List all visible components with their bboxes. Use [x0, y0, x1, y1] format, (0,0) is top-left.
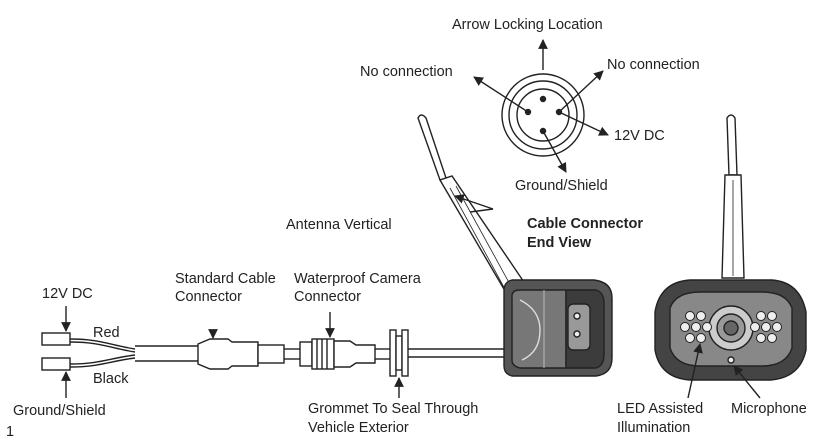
page-number: 1 — [6, 424, 15, 440]
camera-front-view — [654, 114, 807, 399]
label-grommet-line2: Vehicle Exterior — [308, 420, 409, 436]
power-leads — [41, 306, 136, 398]
label-microphone: Microphone — [731, 401, 807, 417]
label-antenna: Antenna Vertical — [286, 217, 392, 233]
label-ground-shield: Ground/Shield — [13, 403, 106, 419]
label-waterproof-connector-line1: Waterproof Camera — [294, 271, 421, 287]
camera-side-view — [417, 114, 613, 377]
label-black-wire: Black — [93, 371, 129, 387]
label-no-connection-right: No connection — [607, 57, 700, 73]
label-standard-connector-line2: Connector — [175, 289, 242, 305]
label-pin-12v: 12V DC — [614, 128, 665, 144]
label-pin-ground: Ground/Shield — [515, 178, 608, 194]
label-12v-dc: 12V DC — [42, 286, 93, 302]
label-grommet-line1: Grommet To Seal Through — [308, 401, 479, 417]
caption-connector-line2: End View — [527, 235, 592, 251]
connector-end-view — [473, 39, 609, 173]
label-led-line2: Illumination — [617, 420, 691, 436]
caption-connector-line1: Cable Connector — [527, 216, 644, 232]
label-standard-connector-line1: Standard Cable — [175, 271, 276, 287]
label-arrow-locking: Arrow Locking Location — [452, 17, 603, 33]
label-waterproof-connector-line2: Connector — [294, 289, 361, 305]
label-no-connection-left: No connection — [360, 64, 453, 80]
label-led-line1: LED Assisted — [617, 401, 704, 417]
main-cable — [135, 312, 506, 398]
label-red-wire: Red — [93, 325, 120, 341]
